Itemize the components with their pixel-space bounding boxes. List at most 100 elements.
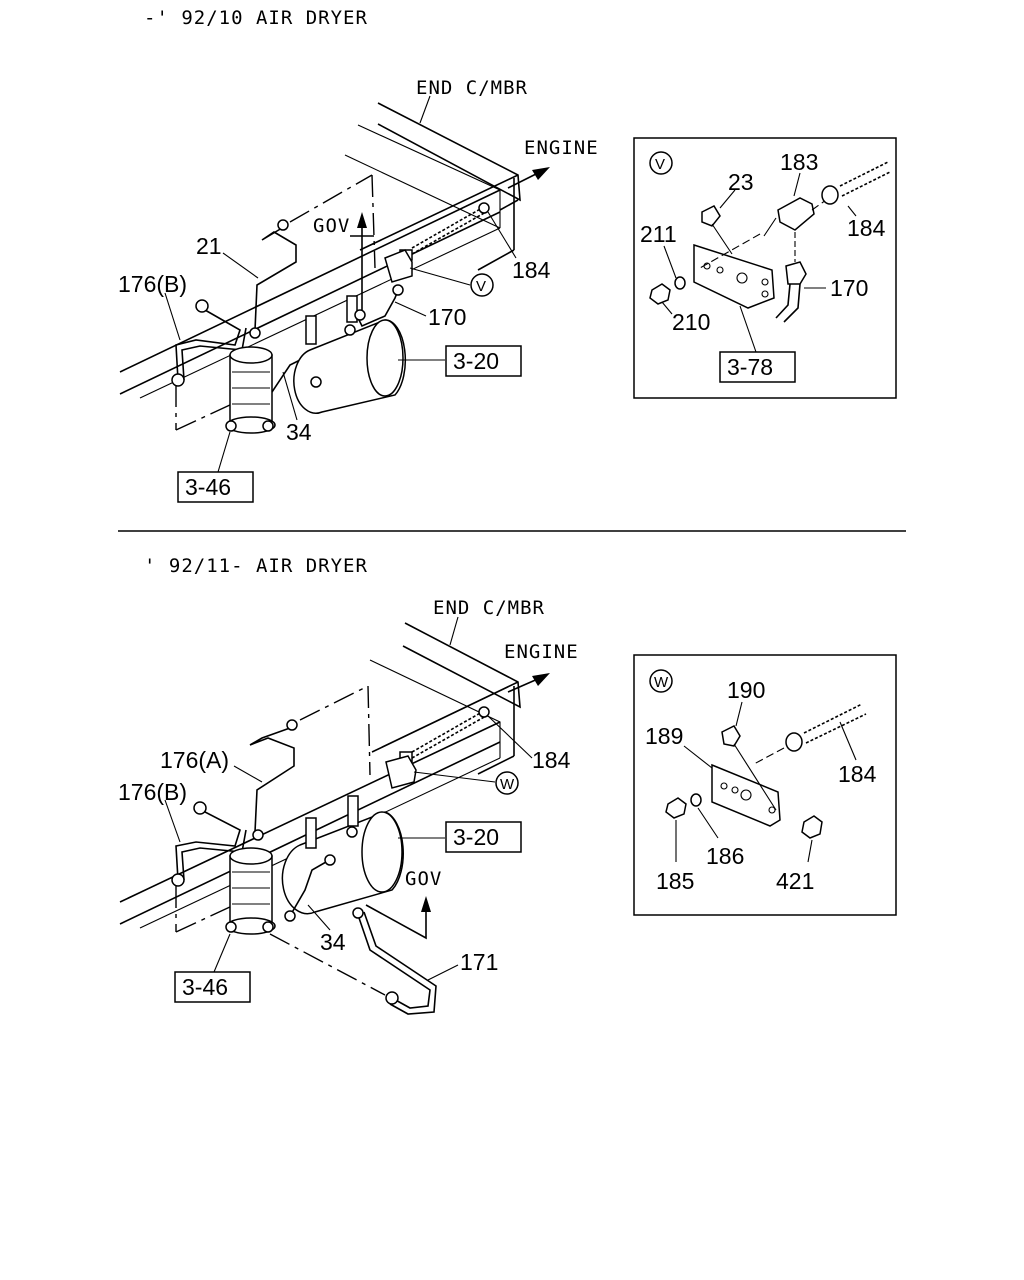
top-engine-arrow bbox=[507, 167, 550, 189]
top-dashline-1 bbox=[289, 174, 373, 223]
ref-320-bottom[interactable]: 3-20 bbox=[453, 824, 499, 850]
bottom-dashline-5 bbox=[269, 933, 386, 996]
marker-w-circle[interactable] bbox=[495, 771, 519, 795]
label-176a: 176(A) bbox=[160, 747, 229, 773]
bottom-engine-label: ENGINE bbox=[504, 641, 579, 663]
leader-378 bbox=[739, 305, 757, 353]
leader-34-bottom bbox=[307, 904, 331, 931]
leader-21 bbox=[222, 252, 259, 279]
leader-23 bbox=[719, 189, 736, 209]
ref-346-top[interactable]: 3-46 bbox=[185, 474, 231, 500]
top-gov-label: GOV bbox=[313, 215, 350, 237]
label-170-top: 170 bbox=[428, 304, 466, 330]
top-title: -' 92/10 AIR DRYER bbox=[144, 7, 368, 29]
label-185: 185 bbox=[656, 868, 694, 894]
leader-176b-bottom bbox=[164, 799, 181, 843]
bottom-dashline-4 bbox=[175, 905, 233, 933]
leader-211 bbox=[663, 245, 677, 279]
top-bracket-v bbox=[384, 249, 413, 283]
top-dashline-2 bbox=[371, 174, 376, 269]
pipe-21 bbox=[254, 227, 297, 331]
label-211: 211 bbox=[640, 221, 677, 247]
ref-box-320-top[interactable] bbox=[445, 345, 522, 377]
detail-v-bolt-23 bbox=[701, 205, 733, 255]
leader-184-detail-v bbox=[847, 205, 857, 217]
top-engine-label: ENGINE bbox=[524, 137, 599, 159]
label-184-top: 184 bbox=[512, 257, 551, 283]
ref-box-320-bottom[interactable] bbox=[445, 821, 522, 853]
leader-346-bottom bbox=[213, 933, 231, 973]
leader-184-detail-w bbox=[839, 721, 857, 761]
label-184-bottom: 184 bbox=[532, 747, 571, 773]
bottom-dashline-2 bbox=[367, 685, 371, 776]
ref-378[interactable]: 3-78 bbox=[727, 354, 773, 380]
pipe-176b-outer bbox=[181, 327, 247, 381]
top-gov-arrow bbox=[350, 212, 374, 310]
top-air-dryer bbox=[225, 327, 276, 434]
label-176b-top: 176(B) bbox=[118, 271, 187, 297]
detail-v-washer-211 bbox=[674, 276, 686, 290]
leader-170-top bbox=[394, 301, 427, 317]
leader-346-top bbox=[217, 431, 231, 473]
label-34-bottom: 34 bbox=[320, 929, 346, 955]
bottom-dashline-1 bbox=[299, 685, 369, 721]
detail-v-frame bbox=[633, 137, 897, 399]
detail-w-bracket-189 bbox=[711, 763, 781, 827]
fitting-176b bbox=[171, 373, 185, 387]
detail-v-hose-184 bbox=[821, 161, 891, 205]
label-184-detail-v: 184 bbox=[847, 215, 886, 241]
marker-v[interactable]: V bbox=[476, 278, 486, 295]
label-21: 21 bbox=[196, 233, 222, 259]
leader-176a bbox=[233, 765, 263, 783]
pipe-171-outer bbox=[363, 911, 437, 1015]
label-34-top: 34 bbox=[286, 419, 312, 445]
detail-v-nut-210 bbox=[649, 283, 671, 305]
bottom-section: ' 92/11- AIR DRYER END C/MBR ENGINE 176(… bbox=[118, 555, 897, 1015]
bottom-gov-label: GOV bbox=[405, 868, 442, 890]
bottom-air-dryer bbox=[225, 847, 276, 935]
pipe-34-bottom bbox=[289, 861, 327, 917]
bottom-end-member-label: END C/MBR bbox=[433, 597, 545, 619]
leader-184-bottom bbox=[487, 715, 533, 759]
bottom-gov-arrow bbox=[365, 896, 431, 940]
label-176b-bottom: 176(B) bbox=[118, 779, 187, 805]
label-183: 183 bbox=[780, 149, 818, 175]
detail-w-washer-186 bbox=[690, 793, 702, 807]
label-186: 186 bbox=[706, 843, 744, 869]
ref-346-bottom[interactable]: 3-46 bbox=[182, 974, 228, 1000]
label-189: 189 bbox=[645, 723, 683, 749]
detail-w-frame bbox=[633, 654, 897, 916]
marker-w[interactable]: W bbox=[500, 776, 515, 793]
ref-320-top[interactable]: 3-20 bbox=[453, 348, 499, 374]
leader-w bbox=[413, 771, 496, 783]
detail-w-nut-185 bbox=[665, 797, 687, 819]
ref-box-346-bottom[interactable] bbox=[174, 971, 251, 1003]
fitting-176b-top bbox=[195, 299, 209, 313]
pipe-171 bbox=[357, 914, 431, 1009]
detail-w-hose-184 bbox=[753, 703, 867, 765]
leader-421 bbox=[807, 839, 813, 863]
bottom-air-tank bbox=[281, 795, 404, 915]
bottom-title: ' 92/11- AIR DRYER bbox=[144, 555, 368, 577]
detail-w-bolt-190 bbox=[721, 725, 777, 811]
label-184-detail-w: 184 bbox=[838, 761, 877, 787]
top-section: -' 92/10 AIR DRYER END C/MBR ENGINE bbox=[118, 7, 897, 503]
detail-v-tee-183 bbox=[699, 197, 827, 269]
detail-v-bracket bbox=[693, 243, 775, 309]
leader-171 bbox=[427, 964, 459, 981]
bottom-end-member-leader bbox=[449, 616, 459, 646]
detail-w-marker-circle bbox=[649, 669, 673, 693]
detail-v-elbow-170 bbox=[775, 232, 807, 323]
detail-v-marker-circle bbox=[649, 151, 673, 175]
leader-210 bbox=[661, 301, 673, 315]
ref-box-346-top[interactable] bbox=[177, 471, 254, 503]
ref-box-378[interactable] bbox=[719, 351, 796, 383]
label-210: 210 bbox=[672, 309, 710, 335]
leader-v bbox=[409, 267, 471, 286]
label-23: 23 bbox=[728, 169, 754, 195]
leader-176b bbox=[164, 292, 181, 341]
detail-v-marker: V bbox=[655, 156, 665, 173]
marker-v-circle[interactable] bbox=[470, 273, 494, 297]
label-190: 190 bbox=[727, 677, 765, 703]
